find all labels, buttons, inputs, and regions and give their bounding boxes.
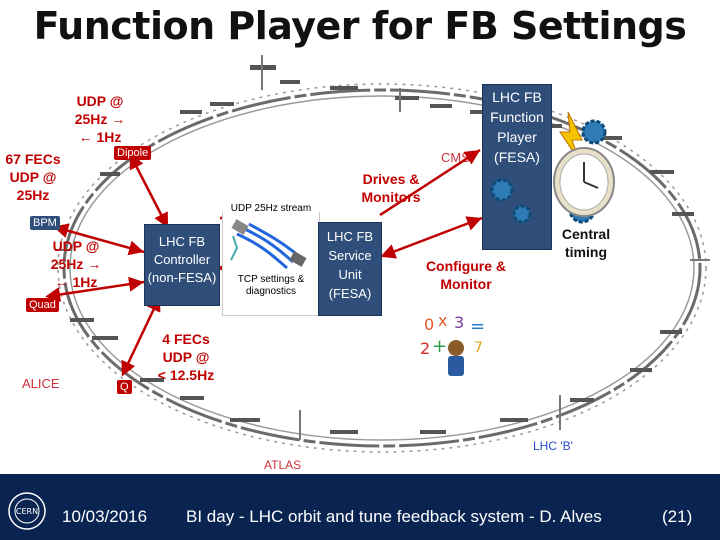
network-cable-icon: [230, 219, 307, 270]
function-player-box: LHC FB Function Player (FESA): [482, 84, 552, 250]
lhcb-label: LHC 'B': [533, 439, 573, 453]
math-person-icon: 0 x 3 = 2 + 7: [420, 312, 485, 376]
svg-text:3: 3: [454, 313, 464, 332]
q-tag: Q: [117, 380, 132, 394]
atlas-label: ATLAS: [264, 458, 302, 472]
svg-text:7: 7: [474, 340, 483, 356]
gears-clock-icon: [490, 111, 615, 224]
tcp-label: TCP settings & diagnostics: [237, 274, 305, 297]
function-player-text: LHC FB Function Player (FESA): [490, 89, 544, 165]
cern-logo: CERN: [8, 492, 46, 530]
footer-date: 10/03/2016: [62, 507, 148, 526]
udp-left-label: UDP @ 25Hz → ← 1Hz: [50, 238, 102, 290]
controller-box: LHC FB Controller (non-FESA): [144, 224, 220, 306]
dipole-tag: Dipole: [114, 146, 152, 160]
footer-page-number: (21): [662, 507, 693, 526]
bpm-tag: BPM: [30, 216, 60, 230]
controller-text: LHC FB Controller (non-FESA): [147, 234, 217, 285]
footer-bar: CERN 10/03/2016 BI day - LHC orbit and t…: [0, 474, 720, 540]
svg-text:x: x: [438, 312, 447, 330]
middle-panel: UDP 25Hz stream TCP settings & diagnosti…: [222, 203, 320, 316]
fecs-4-label: 4 FECs UDP @ < 12.5Hz: [157, 331, 215, 383]
udp-stream-label: UDP 25Hz stream: [223, 203, 319, 214]
slide-title: Function Player for FB Settings: [33, 4, 687, 48]
quad-tag: Quad: [26, 298, 59, 312]
svg-text:=: =: [470, 316, 485, 337]
drives-monitors-label: Drives & Monitors: [361, 171, 421, 205]
service-unit-box: LHC FB Service Unit (FESA): [318, 222, 382, 316]
cern-logo-text: CERN: [16, 507, 38, 516]
service-unit-text: LHC FB Service Unit (FESA): [326, 229, 374, 301]
fecs-67-label: 67 FECs UDP @ 25Hz: [5, 151, 61, 203]
svg-text:+: +: [432, 336, 447, 357]
footer-event: BI day - LHC orbit and tune feedback sys…: [186, 507, 602, 526]
alice-label: ALICE: [22, 376, 60, 391]
central-timing-label: Central timing: [561, 226, 611, 260]
svg-text:2: 2: [420, 339, 430, 358]
udp-top-label: UDP @ 25Hz → ← 1Hz: [74, 93, 126, 145]
svg-text:0: 0: [424, 315, 434, 334]
configure-monitor-label: Configure & Monitor: [425, 258, 507, 292]
